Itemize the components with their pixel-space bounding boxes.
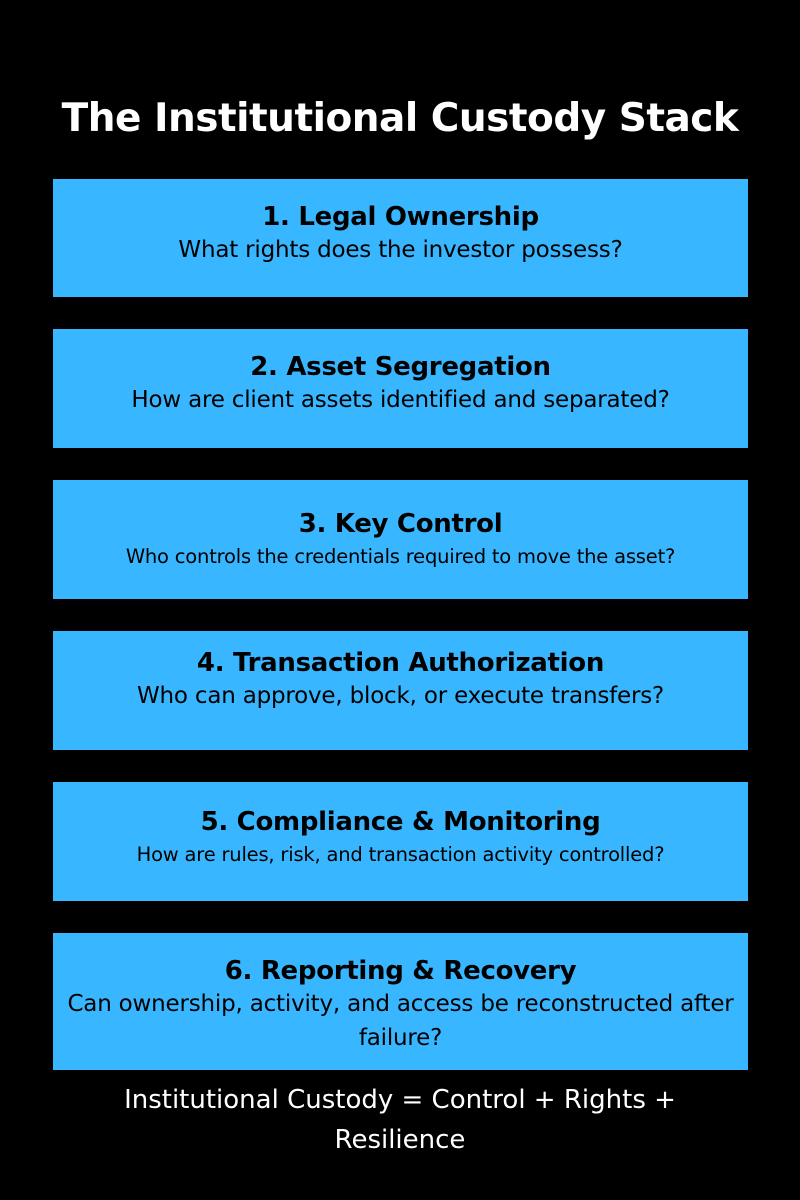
stack-layer-compliance-monitoring: 5. Compliance & Monitoring How are rules… [53,782,748,901]
layer-question: What rights does the investor possess? [178,237,623,263]
stack-layer-key-control: 3. Key Control Who controls the credenti… [53,480,748,599]
diagram-title: The Institutional Custody Stack [61,96,739,141]
layer-title: 6. Reporting & Recovery [224,956,577,986]
layer-question: How are client assets identified and sep… [131,387,670,413]
layer-question: Can ownership, activity, and access be r… [67,991,734,1051]
layer-title: 3. Key Control [298,509,503,539]
stack-layer-legal-ownership: 1. Legal Ownership What rights does the … [53,179,748,297]
stack-layer-transaction-authorization: 4. Transaction Authorization Who can app… [53,631,748,750]
layer-title: 4. Transaction Authorization [196,648,605,678]
layer-title: 1. Legal Ownership [262,202,539,232]
layer-question: Who controls the credentials required to… [125,545,676,568]
layer-question: How are rules, risk, and transaction act… [136,843,665,866]
layer-question: Who can approve, block, or execute trans… [136,683,665,709]
layer-title: 2. Asset Segregation [250,352,551,382]
stack-layer-asset-segregation: 2. Asset Segregation How are client asse… [53,329,748,448]
custody-equation: Institutional Custody = Control + Rights… [124,1085,676,1155]
stack-layer-reporting-recovery: 6. Reporting & Recovery Can ownership, a… [53,933,748,1070]
layer-title: 5. Compliance & Monitoring [200,807,601,837]
